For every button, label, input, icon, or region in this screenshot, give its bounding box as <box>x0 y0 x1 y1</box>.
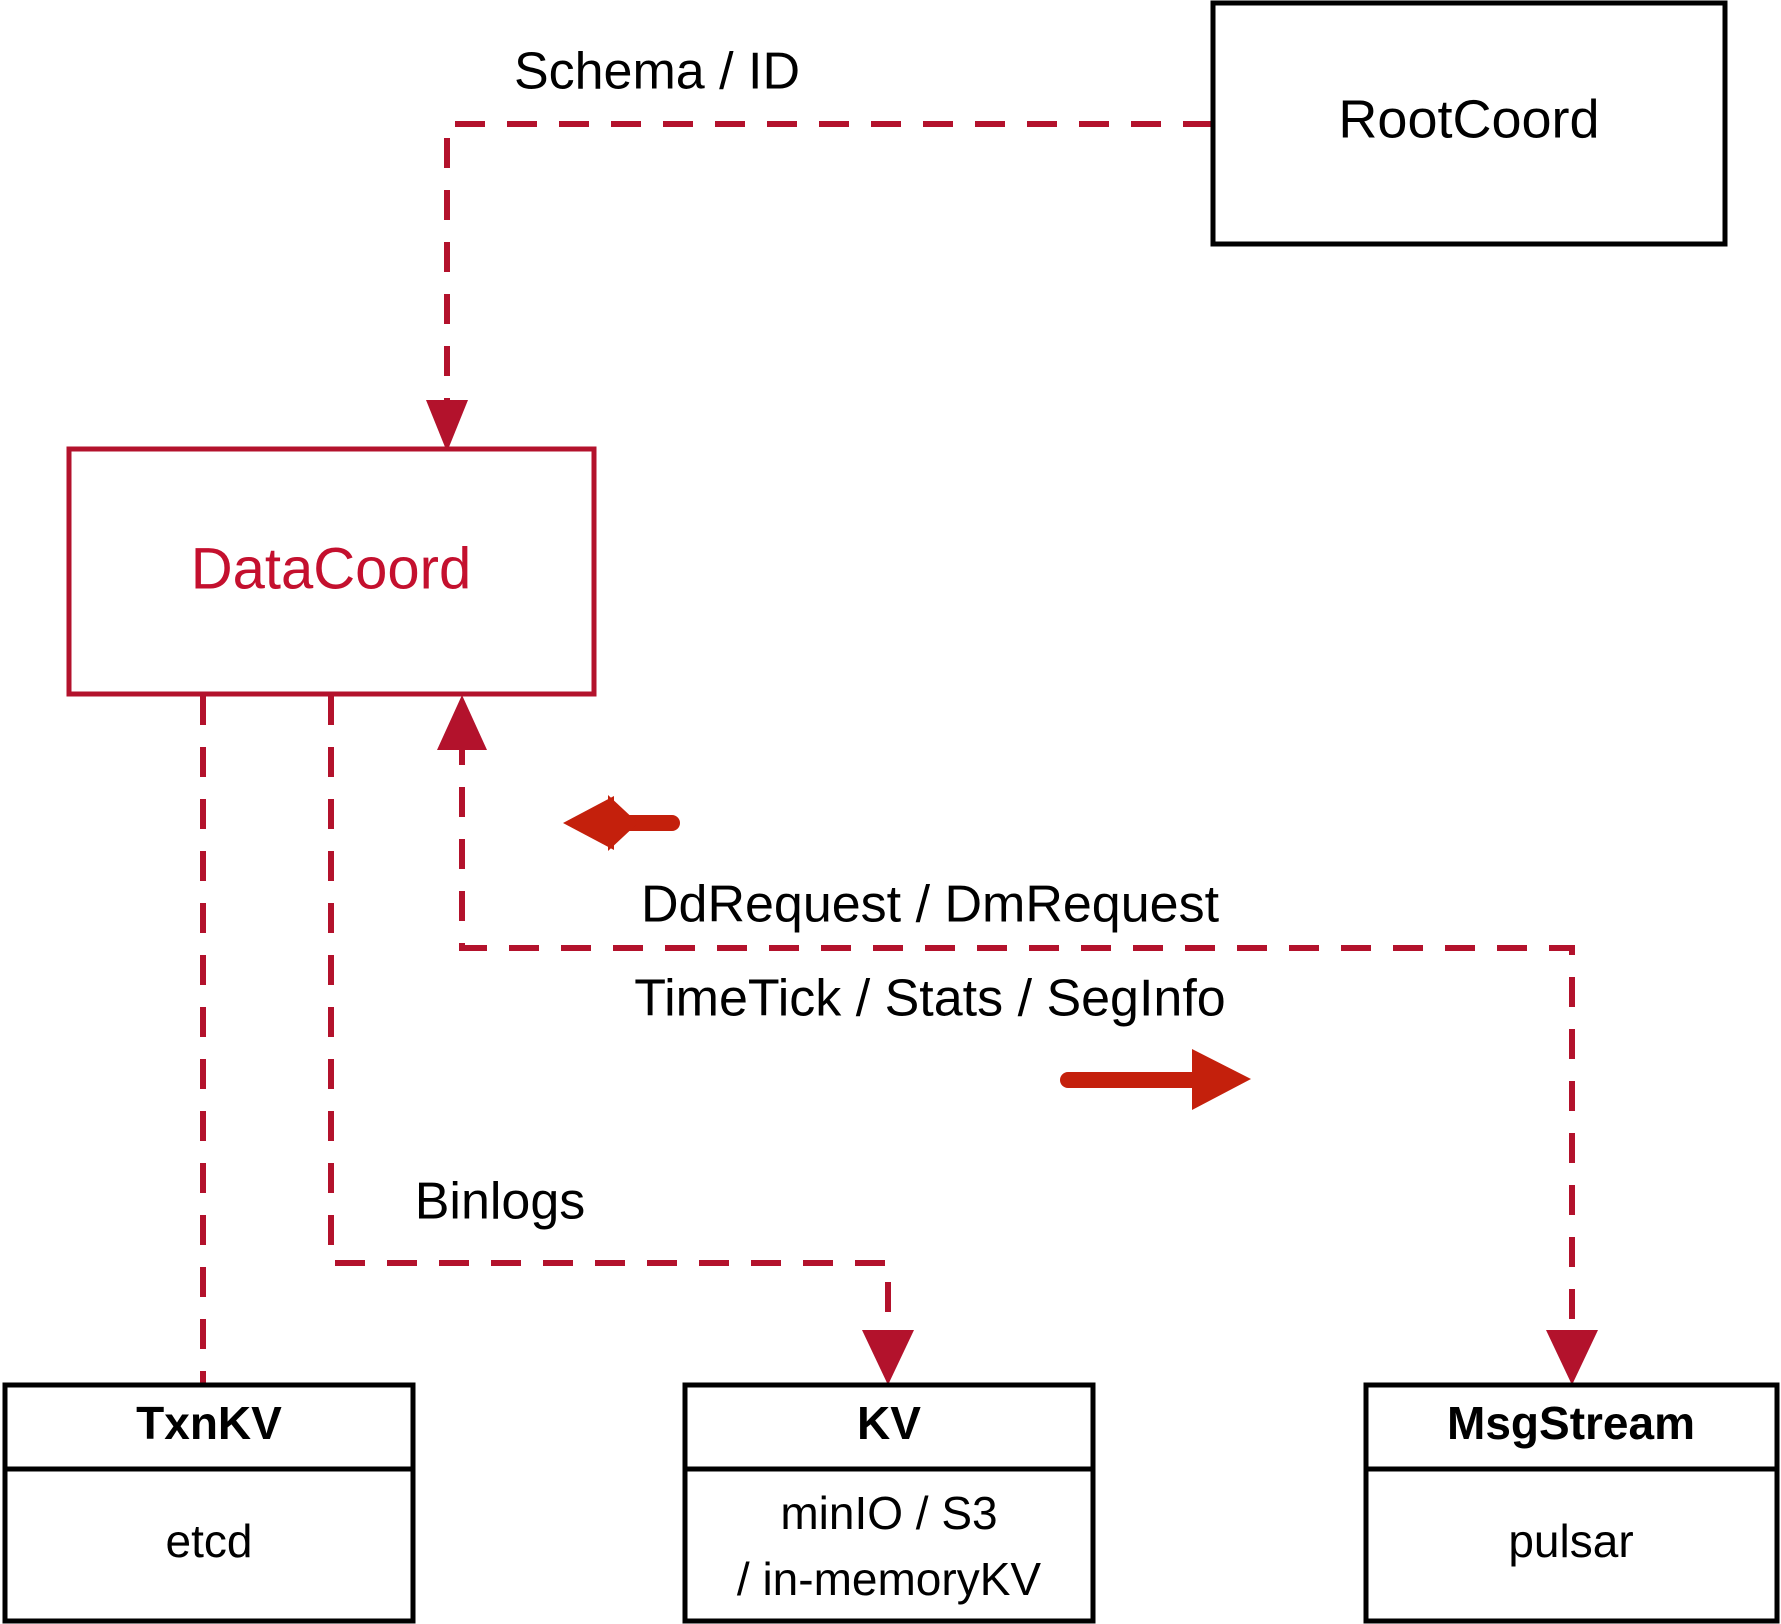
direction-marker-right-arrow <box>1060 1049 1251 1110</box>
edge-msgstream-datacoord-arrowhead-down <box>1546 1330 1598 1385</box>
edge-msgstream-datacoord <box>437 695 1598 1385</box>
edge-label-ddrequest-dmrequest: DdRequest / DmRequest <box>641 876 1220 934</box>
node-kv-body-1: / in-memoryKV <box>737 1553 1041 1605</box>
node-msgstream-box[interactable] <box>1363 1382 1780 1624</box>
edge-schema-id-arrowhead <box>426 400 468 452</box>
node-kv-title: KV <box>857 1397 921 1449</box>
edge-schema-id <box>426 121 1213 452</box>
edge-label-binlogs: Binlogs <box>415 1173 586 1231</box>
direction-marker-left-head <box>608 795 638 851</box>
edge-label-timetick-stats-seginfo: TimeTick / Stats / SegInfo <box>634 970 1225 1028</box>
node-txnkv-body-0: etcd <box>166 1515 253 1567</box>
edge-binlogs-line <box>328 695 891 1345</box>
node-txnkv[interactable]: TxnKV etcd <box>2 1382 416 1624</box>
edge-schema-id-line <box>444 121 1213 432</box>
direction-marker-right-head <box>1192 1049 1251 1110</box>
node-txnkv-title: TxnKV <box>136 1397 282 1449</box>
node-datacoord[interactable]: DataCoord <box>66 446 597 697</box>
edge-msgstream-datacoord-arrowhead-up <box>437 695 487 750</box>
node-datacoord-box[interactable] <box>66 446 597 697</box>
node-kv[interactable]: KV minIO / S3 / in-memoryKV <box>682 1382 1096 1624</box>
node-kv-body-0: minIO / S3 <box>780 1487 997 1539</box>
node-msgstream-body-0: pulsar <box>1508 1515 1633 1567</box>
node-datacoord-label: DataCoord <box>191 536 471 601</box>
node-rootcoord[interactable]: RootCoord <box>1210 0 1728 247</box>
node-kv-box[interactable] <box>682 1382 1096 1624</box>
edge-msgstream-datacoord-line <box>459 735 1575 1345</box>
direction-marker-left-arrow <box>563 795 680 851</box>
node-rootcoord-label: RootCoord <box>1338 89 1599 149</box>
node-txnkv-box[interactable] <box>2 1382 416 1624</box>
edge-binlogs-arrowhead <box>862 1330 914 1385</box>
edge-label-schema-id: Schema / ID <box>514 43 800 101</box>
edge-binlogs <box>328 695 914 1385</box>
node-rootcoord-box[interactable] <box>1210 0 1728 247</box>
node-msgstream[interactable]: MsgStream pulsar <box>1363 1382 1780 1624</box>
direction-marker-left-head-main <box>563 796 614 850</box>
node-msgstream-title: MsgStream <box>1447 1397 1695 1449</box>
